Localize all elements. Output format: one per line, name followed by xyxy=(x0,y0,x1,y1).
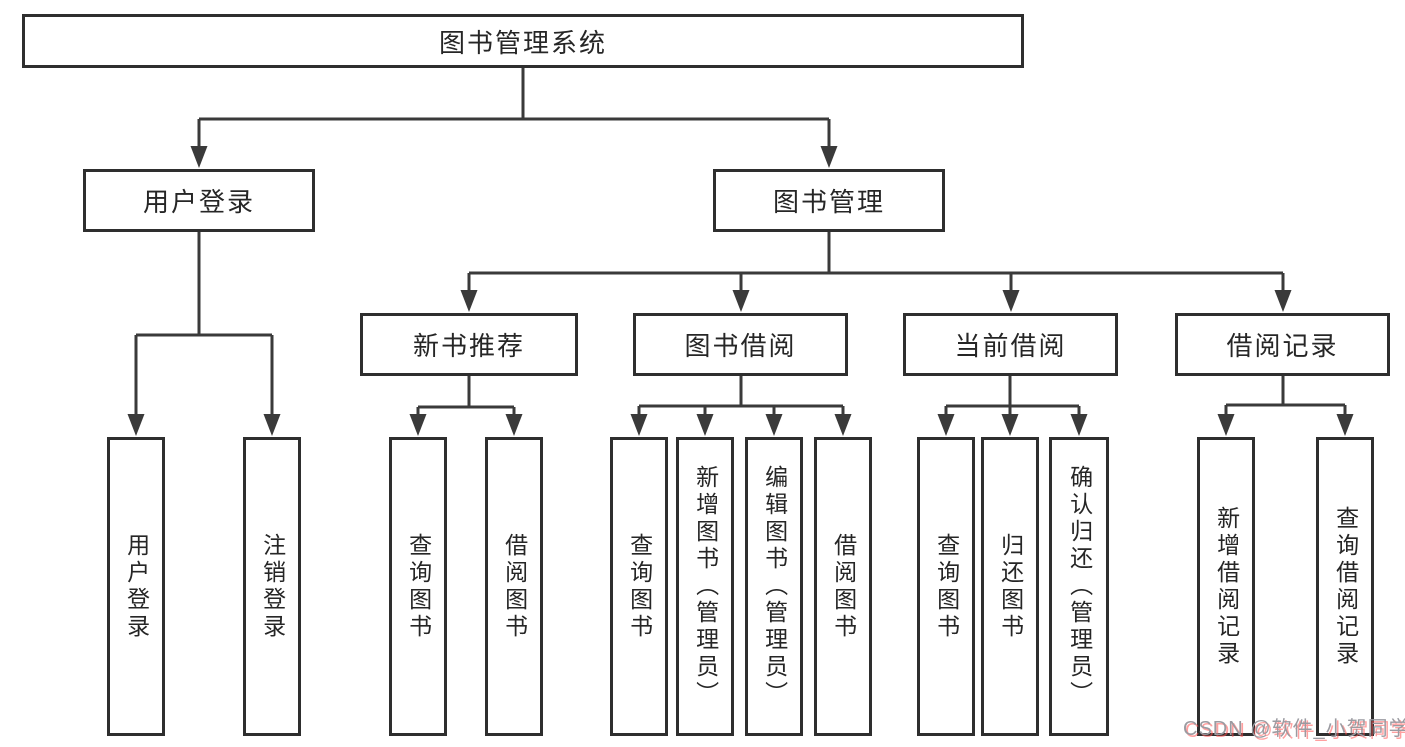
leaf-label: 用户登录 xyxy=(123,532,150,641)
leaf-label: 注销登录 xyxy=(259,532,286,641)
node-user-login: 用户登录 xyxy=(83,169,315,232)
node-new-book-recommendation: 新书推荐 xyxy=(360,313,578,376)
leaf-label: 查询图书 xyxy=(933,532,960,641)
node-label: 图书借阅 xyxy=(684,331,797,361)
node-label: 图书管理系统 xyxy=(438,27,607,58)
leaf-borrow-books-borrowing: 借阅图书 xyxy=(814,437,872,736)
leaf-user-login: 用户登录 xyxy=(107,437,165,736)
leaf-return-books: 归还图书 xyxy=(981,437,1039,736)
leaf-confirm-return-admin: 确认归还（管理员） xyxy=(1049,437,1109,736)
leaf-query-books-borrowing: 查询图书 xyxy=(610,437,668,736)
leaf-logout: 注销登录 xyxy=(243,437,301,736)
leaf-label: 归还图书 xyxy=(997,532,1024,641)
leaf-add-book-admin: 新增图书（管理员） xyxy=(676,437,734,736)
node-label: 当前借阅 xyxy=(954,331,1067,361)
node-label: 图书管理 xyxy=(772,187,885,217)
leaf-label: 借阅图书 xyxy=(501,532,528,641)
leaf-query-borrow-record: 查询借阅记录 xyxy=(1316,437,1374,736)
node-borrowing-records: 借阅记录 xyxy=(1175,313,1390,376)
node-current-borrowing: 当前借阅 xyxy=(903,313,1118,376)
leaf-label: 查询图书 xyxy=(626,532,653,641)
node-book-management: 图书管理 xyxy=(713,169,945,232)
leaf-label: 借阅图书 xyxy=(830,532,857,641)
leaf-label: 编辑图书（管理员） xyxy=(761,465,788,708)
leaf-label: 新增图书（管理员） xyxy=(692,465,719,708)
leaf-borrow-books-recommend: 借阅图书 xyxy=(485,437,543,736)
node-book-borrowing: 图书借阅 xyxy=(633,313,848,376)
leaf-edit-book-admin: 编辑图书（管理员） xyxy=(745,437,803,736)
leaf-query-books-current: 查询图书 xyxy=(917,437,975,736)
leaf-add-borrow-record: 新增借阅记录 xyxy=(1197,437,1255,736)
node-label: 用户登录 xyxy=(142,187,255,217)
node-label: 新书推荐 xyxy=(412,331,525,361)
node-label: 借阅记录 xyxy=(1226,331,1339,361)
csdn-watermark: CSDN @软件_小贺同学 xyxy=(1183,718,1405,740)
leaf-label: 查询借阅记录 xyxy=(1332,505,1359,668)
leaf-label: 新增借阅记录 xyxy=(1213,505,1240,668)
node-library-management-system: 图书管理系统 xyxy=(22,14,1024,68)
leaf-query-books-recommend: 查询图书 xyxy=(389,437,447,736)
leaf-label: 确认归还（管理员） xyxy=(1066,465,1093,708)
leaf-label: 查询图书 xyxy=(405,532,432,641)
